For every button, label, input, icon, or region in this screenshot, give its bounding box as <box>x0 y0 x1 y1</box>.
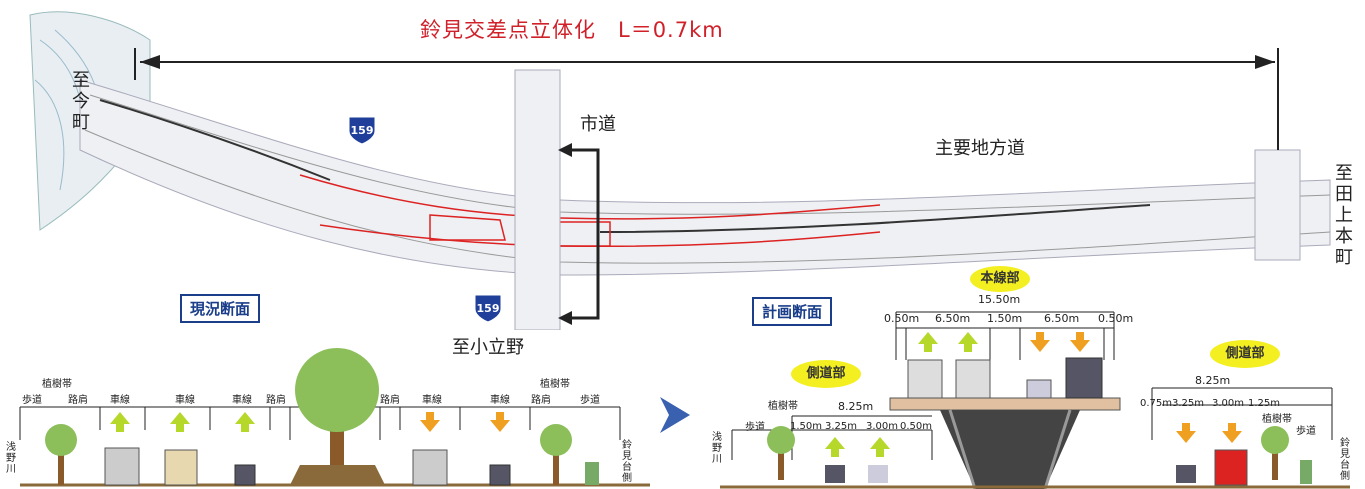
main-arrow-down-1 <box>1030 332 1050 352</box>
route-159-shield-top: 159 <box>348 116 376 145</box>
left-side-tree <box>767 426 795 454</box>
left-total-width: 8.25m <box>838 400 874 413</box>
side-right-arrow-down-1 <box>1176 423 1196 443</box>
left-dim-1: 1.50m <box>790 421 823 432</box>
cs-label-shoulder-4: 路肩 <box>531 395 551 406</box>
current-section-drawing <box>19 348 650 487</box>
cs-label-lane-2: 車線 <box>175 395 195 406</box>
vehicle-car-2 <box>489 464 511 486</box>
cs-label-lane-4: 車線 <box>422 395 442 406</box>
right-dim-1: 0.75m <box>1140 398 1173 409</box>
side-right-pedestrian <box>1300 460 1312 484</box>
cs-label-lane-3: 車線 <box>232 395 252 406</box>
side-left-arrow-up-2 <box>870 437 890 457</box>
left-sidewalk-label: 歩道 <box>745 422 765 433</box>
main-dim-5: 0.50m <box>1098 312 1134 325</box>
cs-label-lane-1: 車線 <box>110 395 130 406</box>
right-planting-label: 植樹帯 <box>1262 414 1292 425</box>
shuyo-chihodo-label: 主要地方道 <box>935 138 1025 159</box>
side-road-right-oval: 側道部 <box>1210 340 1280 368</box>
road-corridor <box>79 79 1331 276</box>
lane-arrow-down-1 <box>420 412 440 432</box>
side-left-arrow-up <box>825 437 845 457</box>
cs-label-planting-right: 植樹帯 <box>540 379 570 390</box>
cs-right-edge-label: 鈴見台側 <box>622 440 632 484</box>
plan-section-drawing <box>720 311 1350 489</box>
svg-text:159: 159 <box>477 302 500 315</box>
lane-arrow-down-2 <box>490 412 510 432</box>
right-dim-2: 3.25m <box>1172 398 1205 409</box>
left-dim-3: 3.00m <box>866 421 899 432</box>
svg-text:159: 159 <box>351 124 374 137</box>
side-road-left-oval: 側道部 <box>791 360 861 388</box>
vehicle-bus-1 <box>164 449 198 486</box>
lane-arrow-up-3 <box>235 412 255 432</box>
vehicle-car-1 <box>234 464 256 486</box>
main-arrow-up-1 <box>918 332 938 352</box>
left-planting-label: 植樹帯 <box>768 401 798 412</box>
cs-label-sidewalk-left: 歩道 <box>22 395 42 406</box>
main-dim-3: 1.50m <box>987 312 1023 325</box>
cs-label-lane-5: 車線 <box>490 395 510 406</box>
left-dim-2: 3.25m <box>825 421 858 432</box>
main-dim-2: 6.50m <box>935 312 971 325</box>
plan-section-heading: 計画断面 <box>752 297 833 326</box>
right-side-tree <box>1261 426 1289 454</box>
main-arrow-up-2 <box>958 332 978 352</box>
ps-river-label: 浅野川 <box>712 432 722 465</box>
right-total-width: 8.25m <box>1195 374 1231 387</box>
cs-label-sidewalk-right: 歩道 <box>580 395 600 406</box>
right-dim-4: 1.25m <box>1248 398 1281 409</box>
lane-arrow-up-1 <box>110 412 130 432</box>
project-title: 鈴見交差点立体化 L＝0.7km <box>420 18 724 42</box>
to-tagamihonmachi-label: 至田上本町 <box>1335 163 1353 268</box>
plan-map <box>29 11 1331 330</box>
cs-label-planting-left: 植樹帯 <box>42 379 72 390</box>
side-right-car <box>1176 465 1196 483</box>
main-dim-4: 6.50m <box>1044 312 1080 325</box>
transition-arrow-icon <box>660 397 690 433</box>
vehicle-truck-2 <box>412 449 448 486</box>
pedestrians <box>585 462 599 485</box>
cs-label-shoulder-3: 路肩 <box>380 395 400 406</box>
ps-right-edge-label: 鈴見台側 <box>1340 438 1350 482</box>
main-truck-1 <box>907 359 943 399</box>
tree-right <box>540 424 572 456</box>
to-imamachi-label: 至今町 <box>72 70 90 133</box>
main-total-width: 15.50m <box>978 293 1021 306</box>
right-sidewalk-label: 歩道 <box>1296 426 1316 437</box>
main-arrow-down-2 <box>1070 332 1090 352</box>
right-dim-3: 3.00m <box>1212 398 1245 409</box>
cs-label-shoulder-1: 路肩 <box>68 395 88 406</box>
cs-river-label: 浅野川 <box>6 442 16 475</box>
lane-arrow-up-2 <box>170 412 190 432</box>
elevated-deck <box>889 397 1121 411</box>
main-line-oval: 本線部 <box>970 266 1030 292</box>
main-truck-2 <box>955 359 991 399</box>
median-tree-crown <box>295 348 379 432</box>
current-section-heading: 現況断面 <box>180 294 261 323</box>
shido-label: 市道 <box>580 114 616 135</box>
cs-label-shoulder-2: 路肩 <box>266 395 286 406</box>
side-left-car <box>825 465 845 483</box>
main-bus <box>1065 357 1103 399</box>
vehicle-truck-1 <box>104 447 140 486</box>
side-left-car-2 <box>868 465 888 483</box>
side-right-bus <box>1214 449 1248 486</box>
shido-bracket <box>565 148 600 320</box>
main-dim-1: 0.50m <box>884 312 920 325</box>
to-kotachino-label: 至小立野 <box>452 337 524 358</box>
side-right-arrow-down-2 <box>1222 423 1242 443</box>
tree-left <box>45 424 77 456</box>
route-159-shield-bottom: 159 <box>474 294 502 323</box>
bridge-pier <box>940 410 1080 489</box>
left-dim-4: 0.50m <box>900 421 933 432</box>
main-car <box>1026 379 1052 399</box>
